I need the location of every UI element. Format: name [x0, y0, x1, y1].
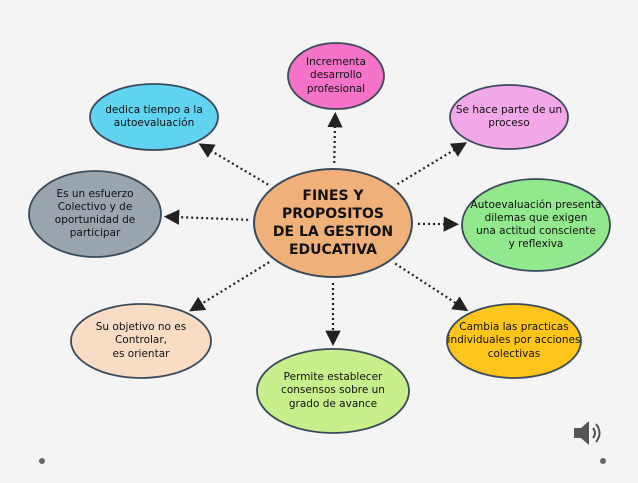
node-esfuerzo-label: Es un esfuerzo Colectivo y de oportunida… — [29, 171, 161, 257]
node-consensos-label: Permite establecer consensos sobre un gr… — [257, 349, 409, 433]
node-objetivo-label: Su objetivo no es Controlar, es orientar — [71, 304, 211, 378]
speaker-icon[interactable] — [572, 418, 606, 448]
node-parte-proceso-label: Se hace parte de un proceso — [450, 85, 568, 149]
node-tiempo-label: dedica tiempo a la autoevaluación — [90, 84, 218, 150]
arrow-incrementa — [334, 115, 335, 163]
node-practicas-label: Cambia las practicas individuales por ac… — [447, 304, 581, 378]
slide-bullet-right — [600, 458, 606, 464]
node-autoevaluacion-label: Autoevaluación presenta dilemas que exig… — [462, 179, 610, 271]
arrow-esfuerzo — [167, 217, 248, 220]
node-incrementa-label: Incrementa desarrollo profesional — [288, 43, 384, 109]
slide-bullet-left — [39, 458, 45, 464]
center-node-label: FINES Y PROPOSITOS DE LA GESTION EDUCATI… — [254, 169, 412, 277]
